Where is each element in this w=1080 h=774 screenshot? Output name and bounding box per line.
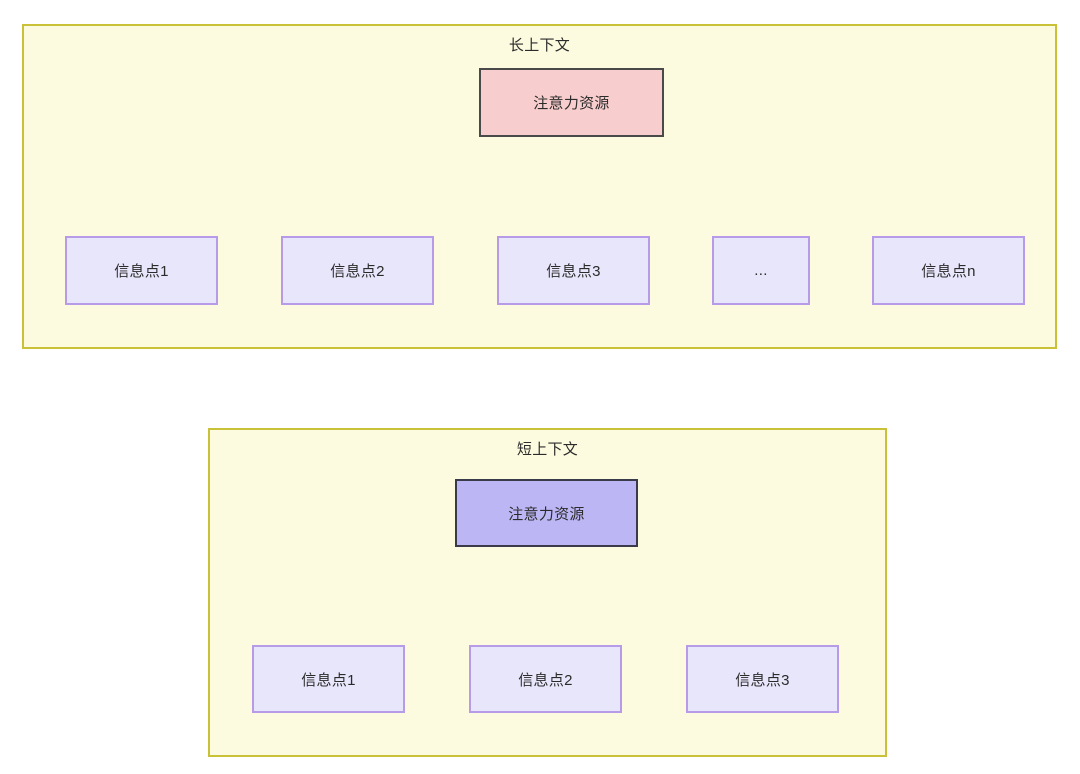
node-long-context-info-point-3[interactable]: 信息点3 xyxy=(497,236,650,305)
node-label: 信息点3 xyxy=(735,671,790,689)
node-long-context-attention-resource[interactable]: 注意力资源 xyxy=(479,68,664,137)
node-short-context-info-point-3[interactable]: 信息点3 xyxy=(686,645,839,713)
node-label: 信息点2 xyxy=(518,671,573,689)
node-label: 信息点1 xyxy=(114,263,169,280)
node-label: 注意力资源 xyxy=(533,95,610,112)
node-short-context-info-point-2[interactable]: 信息点2 xyxy=(469,645,622,713)
node-label: 信息点1 xyxy=(301,671,356,689)
node-long-context-info-point-2[interactable]: 信息点2 xyxy=(281,236,434,305)
node-label: 注意力资源 xyxy=(508,505,585,523)
node-short-context-attention-resource[interactable]: 注意力资源 xyxy=(455,479,638,547)
node-label: 信息点2 xyxy=(330,263,385,280)
node-label: 信息点n xyxy=(921,263,976,280)
node-long-context-info-point-ellipsis[interactable]: ... xyxy=(712,236,810,305)
node-short-context-info-point-1[interactable]: 信息点1 xyxy=(252,645,405,713)
node-long-context-info-point-n[interactable]: 信息点n xyxy=(872,236,1025,305)
node-long-context-info-point-1[interactable]: 信息点1 xyxy=(65,236,218,305)
diagram-short-context-title: 短上下文 xyxy=(516,441,579,458)
diagram-long-context-title: 长上下文 xyxy=(508,37,571,54)
node-label: 信息点3 xyxy=(546,263,601,280)
node-label: ... xyxy=(754,262,768,279)
